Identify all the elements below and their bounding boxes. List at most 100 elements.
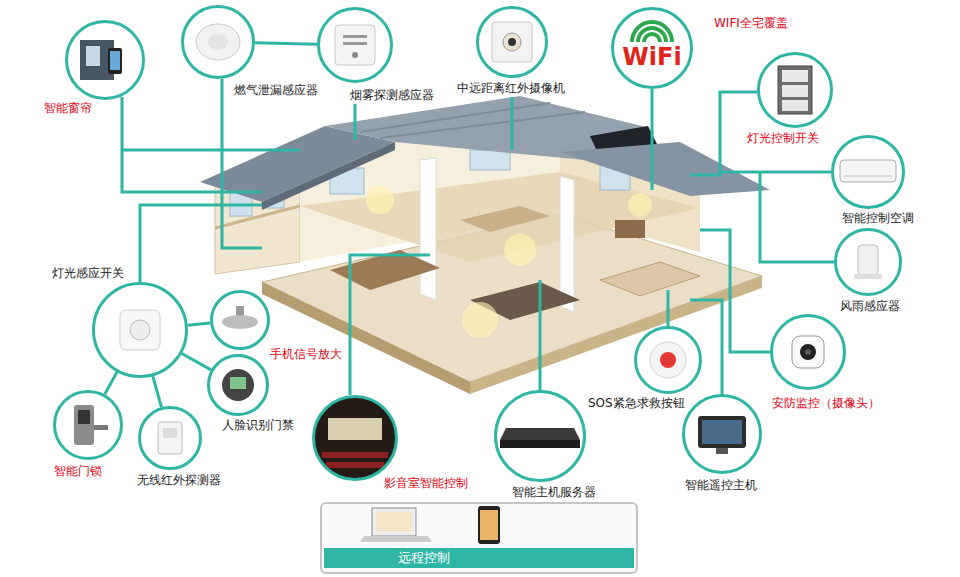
device-icons — [230, 377, 246, 389]
node-ring — [759, 54, 832, 127]
device-icons — [835, 229, 901, 295]
device-icons — [650, 342, 686, 378]
device-circle: 安防监控（摄像头） — [770, 314, 846, 390]
house-illustration — [366, 186, 394, 214]
device-icons — [638, 28, 666, 42]
node-ring — [138, 406, 202, 470]
node-ring — [496, 392, 585, 481]
house-illustration — [628, 193, 652, 217]
device-circle: 影音室智能控制 — [312, 395, 398, 481]
device-circle: 燃气泄漏感应器 — [181, 5, 255, 79]
device-icons — [632, 22, 672, 42]
device-icons — [313, 396, 397, 480]
device-icons — [844, 176, 892, 177]
device-icons — [110, 51, 120, 70]
device-icons — [94, 425, 108, 430]
node-ring — [494, 390, 586, 482]
device-icons — [376, 512, 412, 532]
device-icons — [758, 53, 832, 127]
device-circle: 风雨感应器 — [834, 228, 902, 296]
device-label: 智能控制空调 — [840, 211, 916, 225]
node-ring — [312, 395, 398, 481]
device-icons — [326, 462, 384, 468]
house-illustration — [460, 206, 550, 232]
device-icons — [683, 395, 761, 473]
device-icons — [211, 291, 269, 349]
device-circle: 手机信号放大 — [210, 290, 270, 350]
device-icons — [158, 422, 182, 454]
device-label: 灯光感应开关 — [50, 266, 126, 280]
device-circle: 智能主机服务器 — [494, 390, 586, 482]
device-label: 无线红外探测器 — [135, 473, 223, 487]
connector — [105, 372, 117, 394]
device-circle: 人脸识别门禁 — [207, 354, 269, 416]
device-icons — [612, 8, 692, 88]
device-icons — [208, 34, 228, 50]
node-ring — [478, 8, 547, 77]
node-ring — [476, 6, 548, 78]
node-ring — [682, 394, 762, 474]
house-illustration — [262, 142, 395, 210]
house-illustration — [215, 206, 300, 228]
node-ring — [319, 9, 392, 82]
device-icons — [495, 391, 585, 481]
device-icons — [840, 160, 896, 182]
device-icons — [492, 22, 532, 62]
logo-text: WiFi — [622, 44, 681, 70]
device-icons — [163, 428, 177, 438]
house-illustration — [420, 158, 436, 300]
connector — [188, 323, 210, 325]
house-illustration — [504, 234, 536, 266]
device-icons — [335, 25, 375, 65]
leader-line — [122, 97, 262, 192]
device-label: 智能主机服务器 — [510, 485, 598, 499]
house-illustration — [560, 142, 770, 196]
device-icons — [130, 320, 150, 340]
device-label: 人脸识别门禁 — [220, 418, 296, 432]
leader-line — [122, 79, 835, 395]
house-illustration — [262, 282, 470, 394]
leader-line — [760, 172, 835, 262]
device-label: 燃气泄漏感应器 — [232, 83, 320, 97]
device-icons — [805, 349, 811, 355]
node-ring — [94, 284, 187, 377]
node-ring — [833, 137, 904, 208]
house-illustration — [470, 276, 762, 394]
node-ring — [53, 390, 123, 460]
node-ring — [770, 314, 846, 390]
node-ring — [212, 292, 269, 349]
leader-line — [354, 104, 357, 140]
device-icons — [771, 315, 845, 389]
connector — [153, 376, 162, 407]
device-icons — [503, 33, 521, 51]
device-label: 风雨感应器 — [838, 299, 902, 313]
house-illustration — [615, 220, 645, 238]
device-icons — [644, 34, 660, 42]
device-circle: 灯光控制开关 — [757, 52, 833, 128]
leader-line — [539, 280, 542, 390]
device-label: 智能窗帘 — [42, 101, 94, 115]
node-ring — [684, 396, 761, 473]
device-icons — [372, 508, 416, 536]
device-label: 影音室智能控制 — [382, 476, 470, 490]
leader-line — [350, 255, 430, 395]
device-icons — [782, 100, 808, 111]
leader-line — [122, 149, 300, 152]
device-icons — [500, 440, 580, 448]
device-icons — [54, 6, 904, 574]
node-ring — [613, 9, 692, 88]
device-icons — [93, 283, 187, 377]
device-icons — [782, 70, 808, 82]
node-ring — [831, 135, 905, 209]
device-icons — [139, 407, 201, 469]
device-circle: 无线红外探测器 — [138, 406, 202, 470]
node-ring — [317, 7, 393, 83]
device-icons — [352, 52, 358, 58]
device-icons — [716, 448, 728, 454]
house-illustration — [200, 96, 770, 394]
device-icons — [196, 24, 240, 60]
device-circle: 智能窗帘 — [65, 20, 145, 100]
device-icons — [328, 418, 382, 440]
node-ring — [67, 22, 144, 99]
device-label: 智能遥控主机 — [683, 478, 759, 492]
